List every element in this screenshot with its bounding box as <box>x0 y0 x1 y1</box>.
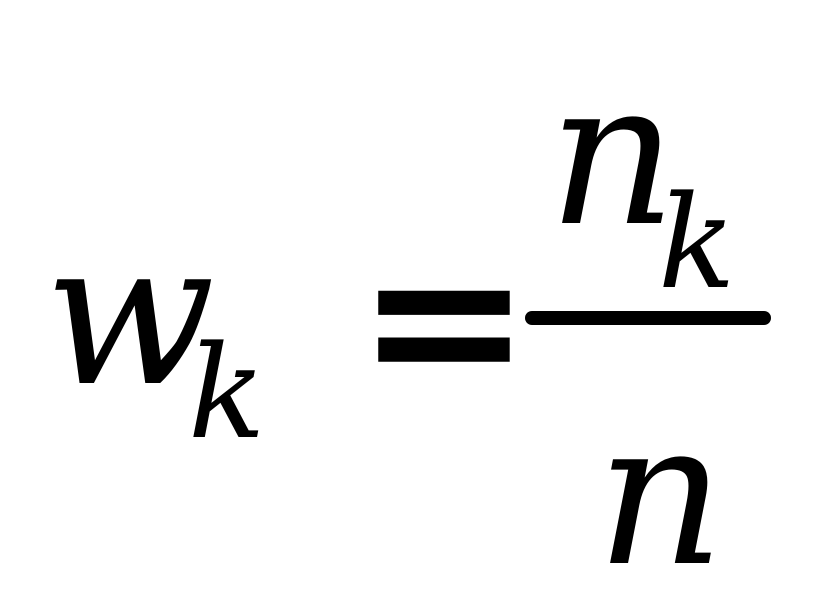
lhs-variable-w: w <box>44 198 216 431</box>
lhs-subscript-k: k <box>188 319 266 468</box>
fraction-bar <box>525 311 771 325</box>
numerator-subscript-k: k <box>658 169 736 318</box>
numerator-variable-n: n <box>548 38 677 271</box>
denominator-variable-n: n <box>596 378 725 611</box>
equals-sign: = <box>356 197 532 442</box>
